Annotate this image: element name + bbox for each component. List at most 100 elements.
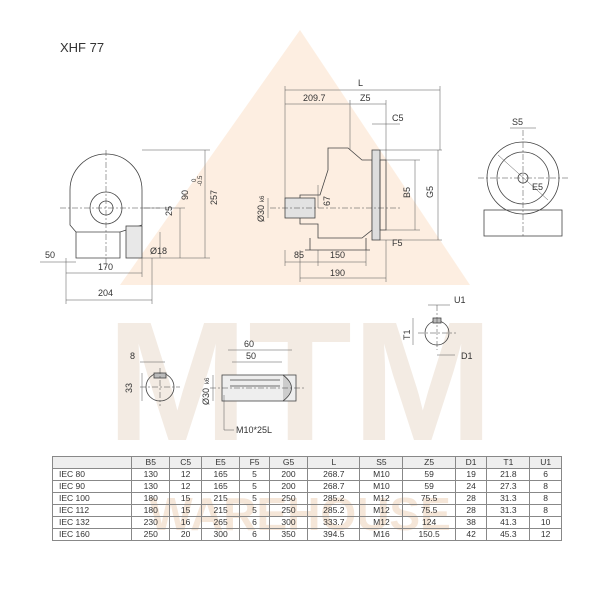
table-cell: 350	[268, 528, 309, 541]
table-cell: 75.5	[402, 492, 456, 505]
dim-side-G5: G5	[425, 186, 435, 198]
table-cell: M12	[359, 492, 404, 505]
dim-front-204: 204	[98, 288, 113, 298]
dim-side-shaft-30: Ø30	[256, 205, 266, 222]
table-cell: 180	[131, 492, 171, 505]
table-cell: 10	[529, 516, 562, 529]
table-cell: 15	[169, 492, 202, 505]
dim-front-90: 90	[180, 190, 190, 200]
dim-side-L: L	[358, 78, 363, 88]
dim-side-150: 150	[330, 250, 345, 260]
dim-front-170: 170	[98, 262, 113, 272]
table-cell: 31.3	[486, 504, 531, 517]
table-header-row: B5 C5 E5 F5 G5 L S5 Z5 D1 T1 U1	[51, 456, 562, 469]
table-cell: IEC 90	[51, 480, 133, 493]
table-header-cell: C5	[169, 456, 202, 469]
dim-shaft-50: 50	[246, 351, 256, 361]
dim-shaft-k6: k6	[205, 377, 211, 384]
table-header-cell: L	[307, 456, 361, 469]
table-cell: 300	[200, 528, 241, 541]
table-cell: 300	[268, 516, 309, 529]
dim-side-C5: C5	[392, 113, 404, 123]
dim-side-Z5: Z5	[360, 93, 371, 103]
table-cell: M10	[359, 480, 404, 493]
table-cell: 5	[239, 492, 270, 505]
table-cell: 215	[200, 504, 241, 517]
table-cell: 265	[200, 516, 241, 529]
table-header-cell: F5	[239, 456, 270, 469]
table-cell: 333.7	[307, 516, 361, 529]
watermark-main: MTM	[106, 287, 493, 477]
table-header-cell: S5	[359, 456, 404, 469]
dim-side-190: 190	[330, 268, 345, 278]
table-cell: 230	[131, 516, 171, 529]
dim-side-67: 67	[322, 196, 332, 206]
flange-view	[478, 127, 568, 238]
table-cell: 215	[200, 492, 241, 505]
table-cell: 31.3	[486, 492, 531, 505]
table-cell: 394.5	[307, 528, 361, 541]
dim-flange-S5: S5	[512, 117, 523, 127]
table-row: IEC 90 130 12 165 5 200 268.7 M10 59 24 …	[51, 480, 562, 493]
table-cell: 42	[454, 528, 488, 541]
table-cell: 45.3	[486, 528, 531, 541]
dim-front-257: 257	[209, 190, 219, 205]
shaft-key-detail	[140, 361, 180, 406]
dim-bore-D1: D1	[461, 351, 473, 361]
table-header-cell: E5	[200, 456, 241, 469]
table-cell: 19	[454, 468, 488, 481]
table-cell: 285.2	[307, 492, 361, 505]
dim-side-B5: B5	[402, 187, 412, 198]
table-cell: 200	[268, 468, 309, 481]
dim-shaft-60: 60	[244, 339, 254, 349]
table-row: IEC 132 230 16 265 6 300 333.7 M12 124 3…	[51, 516, 562, 529]
table-cell: 6	[239, 516, 270, 529]
table-header-cell: T1	[486, 456, 531, 469]
shaft-detail	[210, 349, 305, 431]
table-cell: 28	[454, 504, 488, 517]
table-cell: 28	[454, 492, 488, 505]
table-cell: 5	[239, 504, 270, 517]
dim-shaft-dia-30: Ø30	[201, 388, 211, 405]
dim-front-tol-lower: -0.5	[198, 175, 204, 186]
table-cell: IEC 80	[51, 468, 133, 481]
table-cell: 59	[402, 468, 456, 481]
table-row: IEC 100 180 15 215 5 250 285.2 M12 75.5 …	[51, 492, 562, 505]
dim-front-bore-18: Ø18	[150, 246, 167, 256]
table-cell: 41.3	[486, 516, 531, 529]
table-cell: 250	[268, 504, 309, 517]
table-cell: 59	[402, 480, 456, 493]
table-cell: 5	[239, 480, 270, 493]
dim-flange-E5: E5	[532, 182, 543, 192]
table-cell: 12	[169, 480, 202, 493]
table-cell: IEC 112	[51, 504, 133, 517]
table-cell: IEC 100	[51, 492, 133, 505]
table-cell: 6	[239, 528, 270, 541]
table-header-cell: D1	[454, 456, 488, 469]
dim-side-209-7: 209.7	[303, 93, 326, 103]
table-cell: IEC 132	[51, 516, 133, 529]
table-cell: 21.8	[486, 468, 531, 481]
table-cell: M12	[359, 516, 404, 529]
table-header-cell: G5	[268, 456, 309, 469]
table-cell: 27.3	[486, 480, 531, 493]
front-view	[40, 149, 210, 304]
table-cell: 12	[529, 528, 562, 541]
table-cell: 130	[131, 468, 171, 481]
dim-key-8: 8	[130, 351, 135, 361]
table-cell: 165	[200, 480, 241, 493]
dim-bore-U1: U1	[454, 295, 466, 305]
bore-detail	[412, 304, 456, 356]
dim-bore-T1: T1	[402, 329, 412, 340]
table-cell: 16	[169, 516, 202, 529]
dim-shaft-thread: M10*25L	[236, 425, 272, 435]
table-header-cell: Z5	[402, 456, 456, 469]
table-cell: IEC 160	[51, 528, 133, 541]
table-cell: 124	[402, 516, 456, 529]
table-header-cell: U1	[529, 456, 562, 469]
table-cell: 285.2	[307, 504, 361, 517]
table-cell: 150.5	[402, 528, 456, 541]
table-cell: 75.5	[402, 504, 456, 517]
table-cell: 268.7	[307, 468, 361, 481]
table-cell: 200	[268, 480, 309, 493]
